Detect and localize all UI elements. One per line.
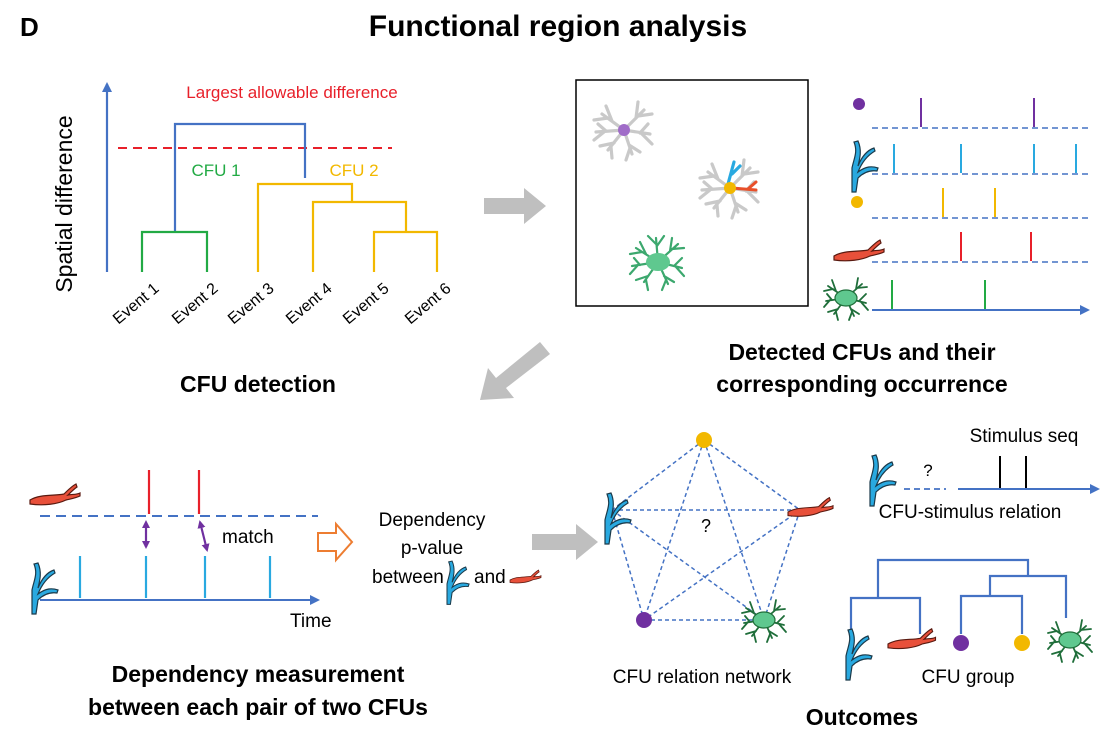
network-node-purple [636, 612, 652, 628]
event-label-6: Event 6 [402, 280, 455, 328]
stimulus-question: ? [923, 461, 932, 480]
cfu2-link-mid [311, 200, 408, 272]
stimulus-relation-label: CFU-stimulus relation [879, 502, 1062, 523]
dependency-title-line1: Dependency measurement [112, 661, 405, 687]
dependency-result-line1: Dependency [379, 510, 486, 531]
group-green-icon [1047, 619, 1093, 663]
network-node-yellow [696, 432, 712, 448]
stimulus-label: Stimulus seq [970, 426, 1079, 447]
y-axis-label: Spatial difference [51, 115, 77, 292]
threshold-label: Largest allowable difference [186, 83, 397, 102]
event-label-5: Event 5 [340, 280, 393, 328]
flow-arrow-down-left [480, 342, 550, 400]
network-node-cyan [604, 492, 632, 545]
detected-title-line1: Detected CFUs and their [728, 339, 995, 365]
outcomes-panel: ? CFU relation network Stimulus seq ? CF… [604, 426, 1100, 730]
event-label-4: Event 4 [283, 280, 336, 328]
dependency-panel: match Time Dependency p-value between an… [29, 470, 542, 720]
group-dendrogram [849, 558, 1068, 634]
network-question: ? [701, 516, 711, 536]
time-label: Time [290, 611, 332, 632]
cyan-branch-icon [851, 140, 879, 193]
cfu-detection-panel: Spatial difference Largest allowable dif… [51, 82, 455, 397]
detected-cfus-panel: Detected CFUs and their corresponding oc… [575, 79, 1090, 397]
match-label: match [222, 527, 274, 548]
outcomes-title: Outcomes [806, 704, 918, 730]
flow-arrow-right-lower [532, 524, 598, 560]
dependency-result-and: and [474, 567, 506, 588]
cyan-branch-icon [31, 562, 59, 615]
group-cyan-icon [845, 628, 873, 681]
event-label-3: Event 3 [225, 280, 278, 328]
network-edges [611, 439, 801, 621]
panel-letter: D [20, 12, 39, 42]
red-branch-icon [833, 239, 885, 262]
stimulus-cyan-icon [869, 454, 897, 507]
yellow-dot-icon [851, 196, 863, 208]
group-label: CFU group [922, 667, 1015, 688]
field-of-view-box [575, 79, 809, 307]
cfu2-link-top [256, 182, 354, 272]
event-label-2: Event 2 [169, 280, 222, 328]
cfu1-label: CFU 1 [191, 161, 240, 180]
green-astrocyte-icon [823, 277, 869, 321]
red-branch-icon [29, 483, 81, 506]
cyan-branch-icon [446, 560, 470, 605]
group-purple-dot [953, 635, 969, 651]
root-link [173, 122, 307, 232]
group-red-icon [887, 628, 937, 650]
hollow-arrow [317, 521, 354, 563]
purple-dot-icon [853, 98, 865, 110]
cfu2-label: CFU 2 [329, 161, 378, 180]
event-label-1: Event 1 [110, 280, 163, 328]
cfu-detection-title: CFU detection [180, 371, 336, 397]
cfu2-link-low [372, 230, 439, 272]
network-node-green [741, 599, 787, 643]
group-yellow-dot [1014, 635, 1030, 651]
flow-arrow-right [484, 188, 546, 224]
occurrence-rows [823, 98, 1090, 321]
cfu1-link [140, 230, 209, 272]
red-branch-icon [509, 569, 542, 584]
dependency-result-line2: p-value [401, 538, 463, 559]
dependency-result-between: between [372, 567, 444, 588]
gray-astrocyte-2 [698, 158, 760, 220]
network-label: CFU relation network [613, 667, 792, 688]
detected-title-line2: corresponding occurrence [716, 371, 1007, 397]
gray-astrocyte-1 [592, 100, 654, 162]
match-arrow-2 [197, 520, 210, 552]
figure-title: Functional region analysis [369, 10, 747, 43]
event-tick-labels: Event 1 Event 2 Event 3 Event 4 Event 5 … [110, 280, 455, 328]
dependency-title-line2: between each pair of two CFUs [88, 694, 428, 720]
